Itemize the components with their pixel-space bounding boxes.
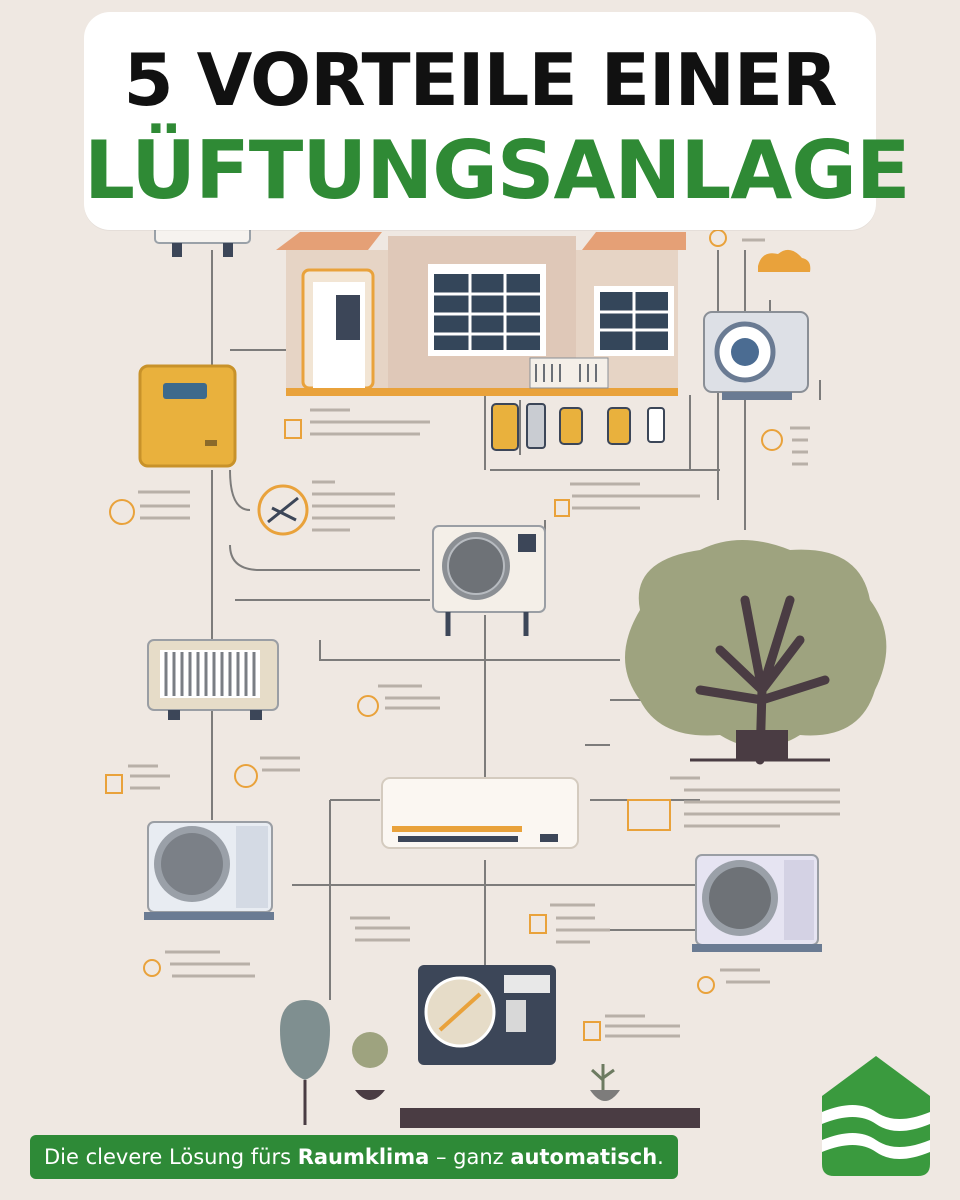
caption-bold-raumklima: Raumklima [297, 1145, 430, 1169]
house-waves-logo-icon [822, 1056, 930, 1176]
small-orange-icons [105, 229, 783, 1041]
outdoor-unit-icon [432, 525, 546, 636]
control-box-icon [138, 364, 237, 468]
caption-bar: Die clevere Lösung fürs Raumklima – ganz… [30, 1135, 678, 1179]
outdoor-unit-left-icon [144, 821, 274, 920]
connector-icons [491, 403, 665, 451]
tree-icon [625, 540, 887, 765]
fan-unit-icon [418, 965, 556, 1065]
title-line-1: 5 VORTEILE EINER [123, 38, 837, 122]
camera-unit-icon [703, 249, 811, 400]
title-card: 5 VORTEILE EINER LÜFTUNGSANLAGE [84, 12, 911, 230]
placeholder-text-lines [128, 238, 840, 1038]
plants-icon [280, 1000, 700, 1128]
radiator-icon [147, 639, 279, 720]
wall-split-unit-icon [381, 777, 579, 849]
caption-text-1: Die clevere Lösung fürs [44, 1145, 298, 1169]
house-icon [276, 232, 686, 396]
caption-text-3: . [657, 1145, 664, 1169]
title-line-2: LÜFTUNGSANLAGE [84, 124, 911, 217]
broom-icon [257, 484, 309, 536]
caption-bold-automatisch: automatisch [510, 1145, 658, 1169]
outdoor-unit-right-icon [692, 854, 822, 952]
caption-text-2: – ganz [429, 1145, 511, 1169]
